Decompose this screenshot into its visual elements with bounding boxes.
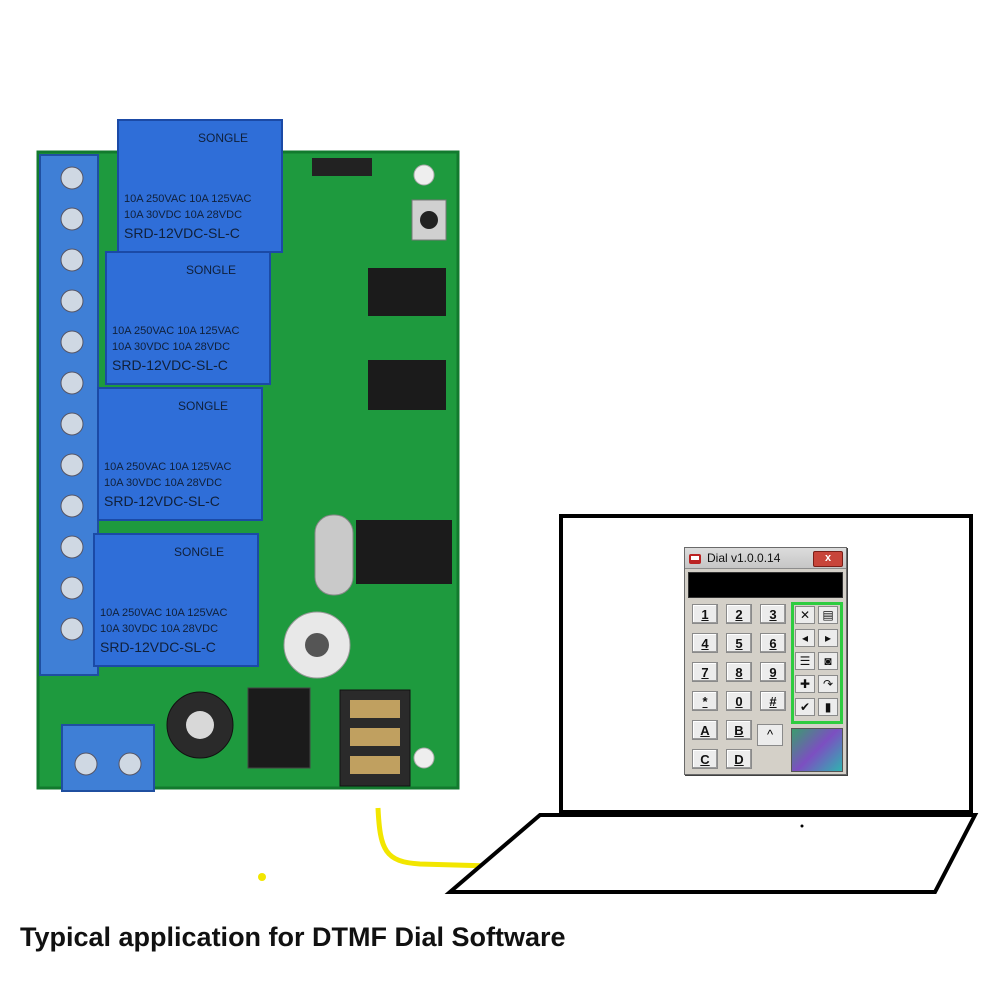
key-2[interactable]: 2 bbox=[726, 604, 752, 624]
terminal-screw bbox=[60, 494, 84, 518]
prev-button[interactable]: ◂ bbox=[795, 629, 815, 647]
redo-button[interactable]: ↷ bbox=[818, 675, 838, 693]
key-b[interactable]: B bbox=[726, 720, 752, 740]
key-1[interactable]: 1 bbox=[692, 604, 718, 624]
ic-chip bbox=[368, 268, 446, 316]
relay-rating-1: 10A 250VAC 10A 125VAC bbox=[100, 607, 227, 619]
phone-art-image bbox=[791, 728, 843, 772]
relay-rating-2: 10A 30VDC 10A 28VDC bbox=[124, 209, 242, 221]
caret-button[interactable]: ^ bbox=[757, 724, 783, 746]
plus-button[interactable]: ✚ bbox=[795, 675, 815, 693]
relay-rating-1: 10A 250VAC 10A 125VAC bbox=[112, 325, 239, 337]
relay-brand: SONGLE bbox=[178, 399, 228, 413]
clipboard-button[interactable]: ▤ bbox=[818, 606, 838, 624]
audio-cable bbox=[375, 807, 491, 869]
terminal-block-strip bbox=[39, 154, 99, 676]
phone-app-icon bbox=[689, 554, 701, 564]
relay: SONGLE 10A 250VAC 10A 125VAC 10A 30VDC 10A… bbox=[97, 387, 263, 521]
relay-model: SRD-12VDC-SL-C bbox=[100, 639, 216, 655]
relay-model: SRD-12VDC-SL-C bbox=[124, 225, 240, 241]
key-d[interactable]: D bbox=[726, 749, 752, 769]
check-button[interactable]: ✔ bbox=[795, 698, 815, 716]
next-button[interactable]: ▸ bbox=[818, 629, 838, 647]
terminal-screw bbox=[60, 412, 84, 436]
terminal-screw bbox=[60, 371, 84, 395]
key-3[interactable]: 3 bbox=[760, 604, 786, 624]
relay-brand: SONGLE bbox=[198, 131, 248, 145]
relay: SONGLE 10A 250VAC 10A 125VAC 10A 30VDC 10A… bbox=[105, 251, 271, 385]
title-bar[interactable]: Dial v1.0.0.14 x bbox=[685, 548, 846, 569]
battery-button[interactable]: ▮ bbox=[818, 698, 838, 716]
relay-brand: SONGLE bbox=[174, 545, 224, 559]
relay-rating-2: 10A 30VDC 10A 28VDC bbox=[112, 341, 230, 353]
key-c[interactable]: C bbox=[692, 749, 718, 769]
function-panel: ✕▤◂▸☰◙✚↷✔▮ bbox=[791, 602, 843, 724]
ic-chip bbox=[356, 520, 452, 584]
terminal-screw bbox=[60, 330, 84, 354]
relay-rating-1: 10A 250VAC 10A 125VAC bbox=[104, 461, 231, 473]
ic-chip bbox=[368, 360, 446, 410]
terminal-screw bbox=[60, 289, 84, 313]
key-9[interactable]: 9 bbox=[760, 662, 786, 682]
terminal-screw bbox=[60, 166, 84, 190]
cross-button[interactable]: ✕ bbox=[795, 606, 815, 624]
key-7[interactable]: 7 bbox=[692, 662, 718, 682]
key-a[interactable]: A bbox=[692, 720, 718, 740]
caption: Typical application for DTMF Dial Softwa… bbox=[20, 922, 566, 952]
camera-button[interactable]: ◙ bbox=[818, 652, 838, 670]
relay: SONGLE 10A 250VAC 10A 125VAC 10A 30VDC 10A… bbox=[93, 533, 259, 667]
mounting-hole bbox=[413, 164, 435, 186]
terminal-screw bbox=[60, 617, 84, 641]
key-0[interactable]: 0 bbox=[726, 691, 752, 711]
key-hash[interactable]: # bbox=[760, 691, 786, 711]
relay-rating-2: 10A 30VDC 10A 28VDC bbox=[104, 477, 222, 489]
crystal-oscillator bbox=[314, 514, 354, 596]
window-title: Dial v1.0.0.14 bbox=[707, 551, 781, 565]
relay-model: SRD-12VDC-SL-C bbox=[104, 493, 220, 509]
terminal-screw bbox=[60, 535, 84, 559]
terminal-screw bbox=[60, 576, 84, 600]
key-star[interactable]: * bbox=[692, 691, 718, 711]
key-6[interactable]: 6 bbox=[760, 633, 786, 653]
mounting-hole bbox=[413, 747, 435, 769]
terminal-screw bbox=[60, 248, 84, 272]
relay-rating-2: 10A 30VDC 10A 28VDC bbox=[100, 623, 218, 635]
relay-model: SRD-12VDC-SL-C bbox=[112, 357, 228, 373]
key-5[interactable]: 5 bbox=[726, 633, 752, 653]
terminal-screw bbox=[60, 453, 84, 477]
relay: SONGLE 10A 250VAC 10A 125VAC 10A 30VDC 10A… bbox=[117, 119, 283, 253]
number-display bbox=[688, 572, 843, 598]
relay-rating-1: 10A 250VAC 10A 125VAC bbox=[124, 193, 251, 205]
terminal-screw bbox=[60, 207, 84, 231]
close-button[interactable]: x bbox=[813, 551, 843, 567]
power-terminal bbox=[61, 724, 155, 792]
phonebook-button[interactable]: ☰ bbox=[795, 652, 815, 670]
relay-brand: SONGLE bbox=[186, 263, 236, 277]
pin-header bbox=[312, 158, 372, 176]
key-4[interactable]: 4 bbox=[692, 633, 718, 653]
voltage-regulator bbox=[247, 687, 311, 769]
key-8[interactable]: 8 bbox=[726, 662, 752, 682]
